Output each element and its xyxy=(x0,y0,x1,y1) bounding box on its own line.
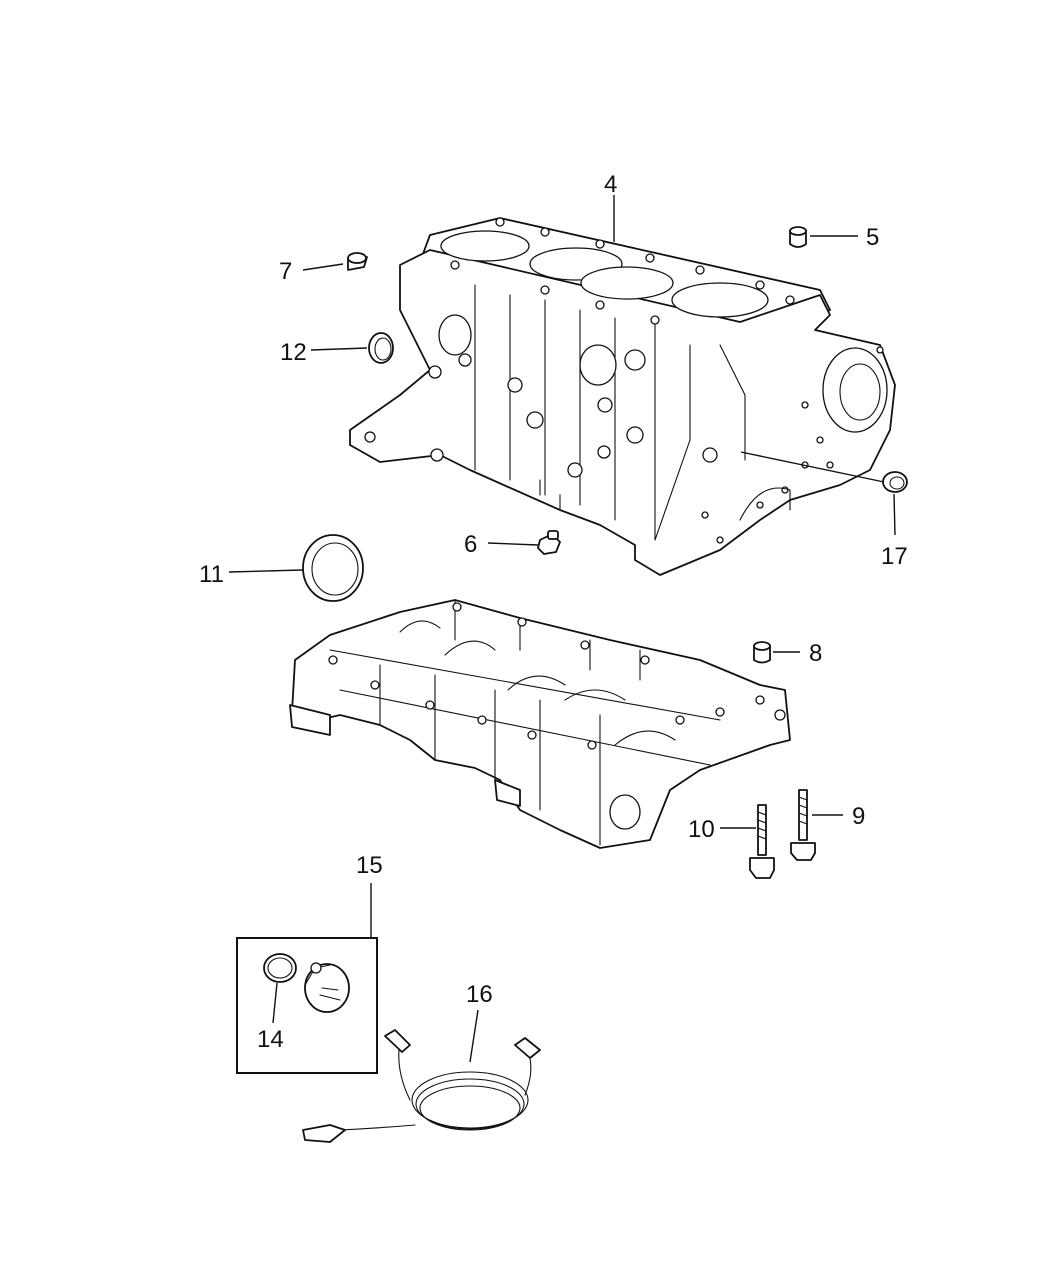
bolt-9 xyxy=(790,789,816,861)
dowel-pin-8 xyxy=(753,641,771,664)
callout-14: 14 xyxy=(257,1026,284,1053)
rear-main-seal-11 xyxy=(302,534,364,602)
dowel-pin-7 xyxy=(347,252,368,271)
core-plug-17 xyxy=(882,471,908,493)
callout-6: 6 xyxy=(464,531,477,558)
leader-lines xyxy=(228,195,896,1063)
bedplate xyxy=(289,599,791,849)
callout-5: 5 xyxy=(866,224,879,251)
callout-8: 8 xyxy=(809,640,822,667)
drain-plug-6 xyxy=(537,530,561,555)
callout-16: 16 xyxy=(466,981,493,1008)
callout-4: 4 xyxy=(604,171,617,198)
dowel-pin-5 xyxy=(789,226,807,248)
callout-15: 15 xyxy=(356,852,383,879)
callout-9: 9 xyxy=(852,803,865,830)
bolt-10 xyxy=(749,804,775,879)
seal-ring-12 xyxy=(368,332,394,364)
callout-12: 12 xyxy=(280,339,307,366)
callout-7: 7 xyxy=(279,258,292,285)
block-heater-cord-16 xyxy=(302,1029,541,1143)
callout-11: 11 xyxy=(199,561,224,588)
heater-kit-box-15 xyxy=(236,937,378,1074)
callout-10: 10 xyxy=(688,816,715,843)
cylinder-block xyxy=(349,217,896,576)
callout-17: 17 xyxy=(881,543,908,570)
